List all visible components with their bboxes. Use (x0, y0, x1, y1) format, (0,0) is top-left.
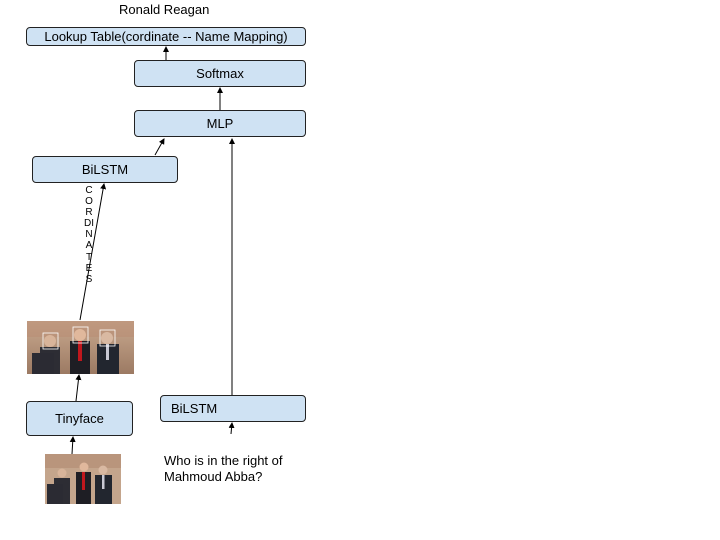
lookup-table-box: Lookup Table(cordinate -- Name Mapping) (26, 27, 306, 46)
detected-faces-photo (27, 321, 134, 374)
question-text: Who is in the right of Mahmoud Abba? (164, 453, 283, 484)
output-label: Ronald Reagan (119, 2, 210, 17)
bilstm-right-label: BiLSTM (171, 401, 218, 416)
arrow-input-photo-to-tinyface (69, 436, 76, 455)
tinyface-label: Tinyface (55, 411, 104, 426)
arrow-photo-to-bilstm (79, 183, 107, 321)
softmax-label: Softmax (196, 66, 244, 81)
input-photo (45, 454, 121, 504)
lookup-table-label: Lookup Table(cordinate -- Name Mapping) (44, 29, 288, 44)
softmax-box: Softmax (134, 60, 306, 87)
bilstm-right-box: BiLSTM (160, 395, 306, 422)
bilstm-left-box: BiLSTM (32, 156, 178, 183)
arrow-question-to-bilstm (228, 422, 235, 435)
mlp-box: MLP (134, 110, 306, 137)
arrow-bilstm-to-mlp (154, 138, 165, 156)
bilstm-left-label: BiLSTM (81, 162, 129, 177)
tinyface-box: Tinyface (26, 401, 133, 436)
arrow-tinyface-to-photo (75, 374, 82, 402)
mlp-label: MLP (206, 116, 234, 131)
